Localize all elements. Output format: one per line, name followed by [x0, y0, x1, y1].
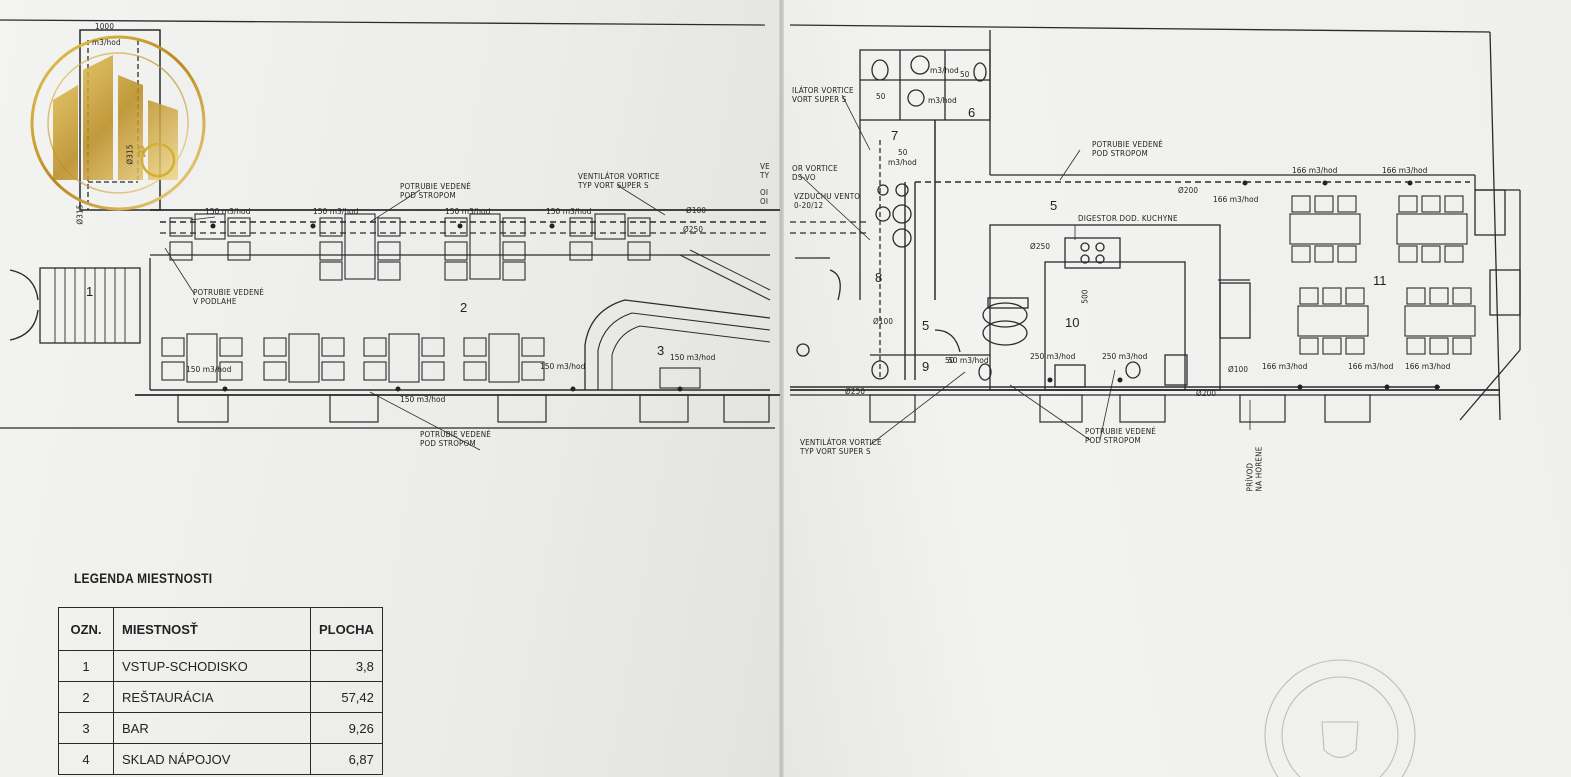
fan-note: VENTILÁTOR VORTICE TYP VORT SUPER S — [800, 438, 882, 456]
legend-area: 3,8 — [310, 650, 383, 682]
duct-note: POTRUBIE VEDENÉ POD STROPOM — [1085, 427, 1157, 445]
room-number: 5 — [922, 318, 930, 333]
legend-title: LEGENDA MIESTNOSTI — [74, 570, 213, 586]
room-number: 11 — [1373, 273, 1387, 288]
dimension-label: 1000 — [95, 22, 115, 31]
flow-label: 50 m3/hod — [948, 356, 989, 365]
legend-row: 3 BAR 9,26 — [58, 712, 383, 744]
diameter-label: Ø100 — [873, 317, 894, 326]
dimension-label: 50 — [960, 70, 970, 79]
flow-label: 150 m3/hod — [186, 365, 232, 374]
legend-area: 6,87 — [310, 743, 383, 775]
legend-room: SKLAD NÁPOJOV — [113, 743, 311, 775]
flow-label: 150 m3/hod — [445, 207, 491, 216]
room-number: 5 — [1050, 198, 1058, 213]
supply-note: PRÍVOD NA HORENE — [1245, 446, 1264, 492]
paper-fold — [779, 0, 784, 777]
flow-label: 150 m3/hod — [205, 207, 251, 216]
legend-ozn: 1 — [58, 650, 114, 682]
room-number: 7 — [891, 128, 899, 143]
legend-ozn: 3 — [58, 712, 114, 744]
flow-label: 250 m3/hod — [1030, 352, 1076, 361]
room-number: 2 — [460, 300, 468, 315]
hood-note: DIGESTOR DOD. KUCHYNE — [1078, 214, 1178, 223]
duct-note: POTRUBIE VEDENÉ V PODLAHE — [193, 288, 265, 306]
duct-note: POTRUBIE VEDENÉ POD STROPOM — [400, 182, 472, 200]
tables-left — [161, 213, 701, 389]
legend-row: 2 REŠTAURÁCIA 57,42 — [58, 681, 383, 713]
flow-label: 166 m3/hod — [1262, 362, 1308, 371]
flow-label: 150 m3/hod — [670, 353, 716, 362]
dimension-label: 50 — [876, 92, 886, 101]
room-number: 10 — [1065, 315, 1080, 330]
duct-note: POTRUBIE VEDENÉ POD STROPOM — [1092, 140, 1164, 158]
diameter-label: Ø315 — [75, 204, 85, 225]
diameter-label: Ø200 — [1196, 389, 1217, 398]
logo-monogram: R — [137, 143, 147, 161]
flow-label: 150 m3/hod — [540, 362, 586, 371]
dimension-label: 50 — [898, 148, 908, 157]
flow-label: m3/hod — [928, 96, 957, 105]
right-sheet — [782, 0, 1571, 777]
fan-note: VE TY — [760, 162, 770, 180]
flow-label: 150 m3/hod — [400, 395, 446, 404]
fan-note: OI OI — [760, 188, 769, 206]
diameter-label: Ø200 — [1178, 186, 1199, 195]
legend-room: BAR — [113, 712, 311, 744]
duct-note: POTRUBIE VEDENÉ POD STROPOM — [420, 430, 492, 448]
flow-label: 166 m3/hod — [1405, 362, 1451, 371]
official-stamp — [1264, 659, 1416, 777]
room-number: 8 — [875, 270, 883, 285]
legend-room: REŠTAURÁCIA — [113, 681, 311, 713]
diameter-label: Ø100 — [686, 206, 707, 215]
legend-header-plocha: PLOCHA — [310, 607, 383, 651]
legend-area: 9,26 — [310, 712, 383, 744]
flow-label: 166 m3/hod — [1382, 166, 1428, 175]
flow-label: m3/hod — [92, 38, 121, 47]
fan-note: VZDUCHU VENTO 0-20/12 — [794, 192, 861, 210]
flow-label: 166 m3/hod — [1213, 195, 1259, 204]
legend-area: 57,42 — [310, 681, 383, 713]
diameter-label: Ø250 — [1030, 242, 1051, 251]
dimension-label: 500 — [1080, 289, 1090, 304]
legend-room: VSTUP-SCHODISKO — [113, 650, 311, 682]
flow-label: 150 m3/hod — [546, 207, 592, 216]
legend-header-ozn: OZN. — [58, 607, 114, 651]
flow-label: m3/hod — [930, 66, 959, 75]
fan-note: ILÁTOR VORTICE VORT SUPER S — [792, 86, 854, 104]
room-legend-table: OZN. MIESTNOSŤ PLOCHA 1 VSTUP-SCHODISKO … — [58, 607, 383, 775]
room-number: 1 — [86, 284, 94, 299]
flow-label: m3/hod — [888, 158, 917, 167]
legend-header-row: OZN. MIESTNOSŤ PLOCHA — [58, 607, 383, 651]
legend-row: 4 SKLAD NÁPOJOV 6,87 — [58, 743, 383, 775]
diameter-label: Ø100 — [1228, 365, 1249, 374]
room-number: 6 — [968, 105, 976, 120]
room-number: 3 — [657, 343, 665, 358]
flow-label: 250 m3/hod — [1102, 352, 1148, 361]
air-diffusers — [210, 180, 1440, 392]
flow-label: 166 m3/hod — [1348, 362, 1394, 371]
legend-header-miestnost: MIESTNOSŤ — [113, 607, 311, 651]
legend-ozn: 4 — [58, 743, 114, 775]
diameter-label: Ø250 — [845, 387, 866, 396]
diameter-label: Ø250 — [683, 225, 704, 234]
legend-row: 1 VSTUP-SCHODISKO 3,8 — [58, 650, 383, 682]
dimension-label: 50 — [945, 356, 955, 365]
fan-note: OR VORTICE DS-VO — [792, 164, 838, 182]
tables-right — [1289, 195, 1476, 355]
flow-label: 150 m3/hod — [313, 207, 359, 216]
room-number: 9 — [922, 359, 930, 374]
realitna-logo — [30, 35, 206, 211]
fan-note: VENTILÁTOR VORTICE TYP VORT SUPER S — [578, 172, 660, 190]
legend-ozn: 2 — [58, 681, 114, 713]
flow-label: 166 m3/hod — [1292, 166, 1338, 175]
diameter-label: Ø315 — [125, 144, 135, 165]
